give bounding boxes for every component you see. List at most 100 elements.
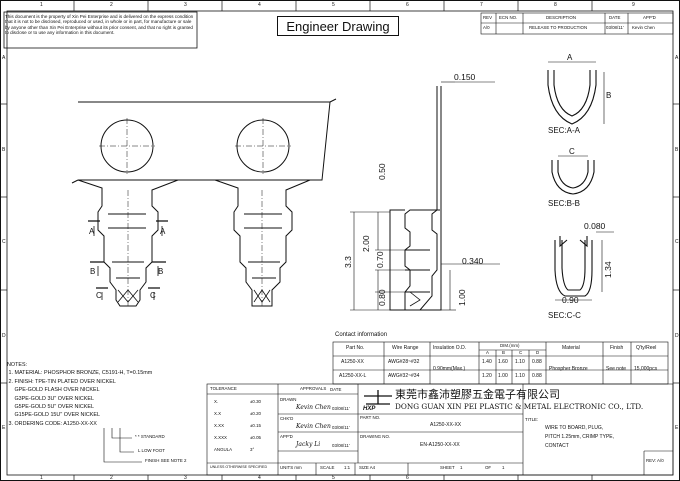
- dim-col: D: [536, 350, 540, 355]
- cut-label-b: B: [158, 267, 164, 276]
- finish: See note: [606, 366, 627, 372]
- contact-info-title: Contact information: [335, 332, 388, 338]
- tolerance-title: TOLERANCE: [210, 386, 237, 391]
- cut-label-a: A: [160, 227, 166, 236]
- part-no: A1250-XX-L: [339, 373, 367, 379]
- tolerance-value: 3°: [250, 447, 255, 452]
- sheet-label: SHEET: [440, 465, 455, 470]
- column-label: 4: [258, 2, 261, 8]
- approval-date: 03/08/11': [332, 425, 350, 430]
- company-chinese: 東莞市鑫沛塑膠五金電子有限公司: [395, 388, 560, 401]
- part-no: A1250-XX: [341, 359, 364, 365]
- rev-header: DESCRIPTION: [546, 15, 577, 20]
- cut-label-a: A: [89, 227, 95, 236]
- rev-header: ECN NO.: [499, 15, 518, 20]
- units: UNITS mm: [280, 465, 302, 470]
- drawing-title: Engineer Drawing: [277, 16, 399, 36]
- dim-100: 1.00: [457, 289, 467, 306]
- ordering-finish: FINISH SEE NOTE 2: [145, 458, 187, 463]
- approval-role: APP'D: [280, 434, 293, 439]
- wire-range: AWG#28~#32: [388, 359, 420, 365]
- row-label: D: [675, 333, 679, 339]
- approval-role: DRAWN: [280, 397, 297, 402]
- column-label: 9: [632, 2, 635, 8]
- drawing-notes: NOTES: 1. MATERIAL: PHOSPHOR BRONZE, C51…: [7, 362, 153, 427]
- approval-signature: Kevin Chen: [296, 404, 331, 411]
- sheet-size: SIZE A4: [359, 465, 376, 470]
- column-label: 5: [332, 475, 335, 481]
- dim-col: B: [502, 350, 505, 355]
- carrier-strip: [71, 98, 337, 307]
- approval-signature: Kevin Chen: [296, 423, 331, 430]
- ordering-low-foot: L LOW FOOT: [138, 448, 165, 453]
- row-label: C: [2, 239, 6, 245]
- row-label: A: [2, 55, 6, 61]
- row-label: E: [675, 425, 679, 431]
- sheet-value: 1: [460, 465, 463, 470]
- rev-date: 03/08/11': [606, 25, 624, 30]
- rev-header: APP'D: [643, 15, 656, 20]
- dim-col: C: [519, 350, 523, 355]
- sheet-of: OF: [485, 465, 492, 470]
- dim-d: 0.88: [532, 359, 542, 365]
- rev-header: REV: [483, 15, 493, 20]
- column-label: 6: [406, 2, 409, 8]
- dim-200: 2.00: [361, 235, 371, 252]
- sheet-total: 1: [502, 465, 505, 470]
- sec-a-height: B: [606, 91, 612, 100]
- column-label: 7: [480, 2, 483, 8]
- sec-bb-label: SEC:B-B: [548, 199, 581, 208]
- approvals-title: APPROVALS: [300, 386, 327, 391]
- rev-value: A/0: [483, 25, 490, 30]
- dim-col: A: [486, 350, 489, 355]
- title-label: TITLE:: [525, 417, 539, 422]
- sec-a-width: A: [567, 53, 573, 62]
- row-label: B: [675, 147, 679, 153]
- company-english: DONG GUAN XIN PEI PLASTIC & METAL ELECTR…: [395, 402, 644, 411]
- confidentiality-notice: This document is the property of Xin Pei…: [5, 14, 194, 35]
- row-label: A: [675, 55, 679, 61]
- dim-134: 1.34: [603, 261, 613, 278]
- material: Phospher Bronze: [549, 366, 588, 372]
- dim-050: 0.50: [377, 163, 387, 180]
- tolerance-key: X.: [214, 399, 219, 404]
- insulation-od: 0.90mm(Max.): [433, 366, 466, 372]
- dim-070: 0.70: [375, 251, 385, 268]
- contact-header: Material: [562, 345, 580, 351]
- dim-a: 1.40: [482, 359, 492, 365]
- approval-role: CHK'D: [280, 416, 294, 421]
- column-label: 1: [40, 2, 43, 8]
- tolerance-key: X.XX: [214, 423, 225, 428]
- part-no-label: PART NO.: [360, 415, 381, 420]
- tolerance-value: ±0.20: [250, 411, 261, 416]
- dim-0340: 0.340: [462, 256, 484, 266]
- dim-c: 1.10: [515, 359, 525, 365]
- contact-header: Insulation O.D.: [433, 345, 467, 351]
- drawing-no-value: EN-A1250-XX-XX: [420, 442, 460, 448]
- approval-date-label: DATE: [330, 387, 342, 392]
- cut-label-b: B: [90, 267, 96, 276]
- row-label: E: [2, 425, 6, 431]
- dim-0080: 0.080: [584, 221, 606, 231]
- tolerance-key: X.X: [214, 411, 222, 416]
- qty-reel: 15,000pcs: [634, 366, 658, 372]
- row-label: D: [2, 333, 6, 339]
- contact-table-lines: [332, 341, 669, 385]
- side-profile-view: [350, 81, 500, 311]
- dim-080: 0.80: [377, 289, 387, 306]
- company-logo-text: HXP: [363, 406, 376, 412]
- dim-33: 3.3: [343, 256, 353, 268]
- dim-a: 1.20: [482, 373, 492, 379]
- scale-label: SCALE: [320, 465, 335, 470]
- rev-approver: Kevin Chen: [632, 25, 655, 30]
- thickness-dim: 0.150: [454, 72, 476, 82]
- row-label: B: [2, 147, 6, 153]
- sec-aa-label: SEC:A-A: [548, 126, 581, 135]
- title-line: CONTACT: [545, 443, 569, 449]
- part-no-value: A1250-XX-XX: [430, 422, 462, 428]
- tolerance-value: ±0.30: [250, 399, 261, 404]
- contact-header: Finish: [610, 345, 624, 351]
- approval-signature: Jacky Li: [296, 441, 321, 448]
- dim-d: 0.88: [532, 373, 542, 379]
